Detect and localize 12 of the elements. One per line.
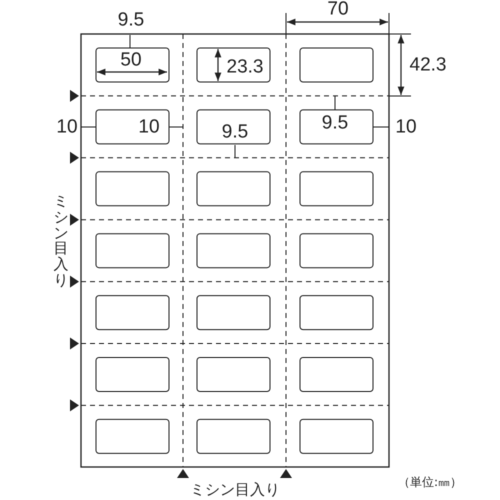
unit-note: （単位:㎜） [398, 476, 462, 488]
dimension-value: 10 [138, 118, 160, 136]
dimension-value: 9.5 [222, 122, 248, 142]
perforation-note: ミシン目入り [190, 482, 280, 498]
dimension-value: 10 [395, 118, 417, 136]
dimension-value: 50 [120, 50, 142, 70]
dimension-value: 42.3 [410, 56, 446, 74]
perforation-note: ミシン目入り [54, 194, 68, 288]
dimension-value: 9.5 [118, 10, 144, 30]
dimension-value: 9.5 [322, 114, 348, 132]
dimension-value: 70 [327, 0, 349, 18]
dimension-value: 10 [56, 118, 78, 136]
